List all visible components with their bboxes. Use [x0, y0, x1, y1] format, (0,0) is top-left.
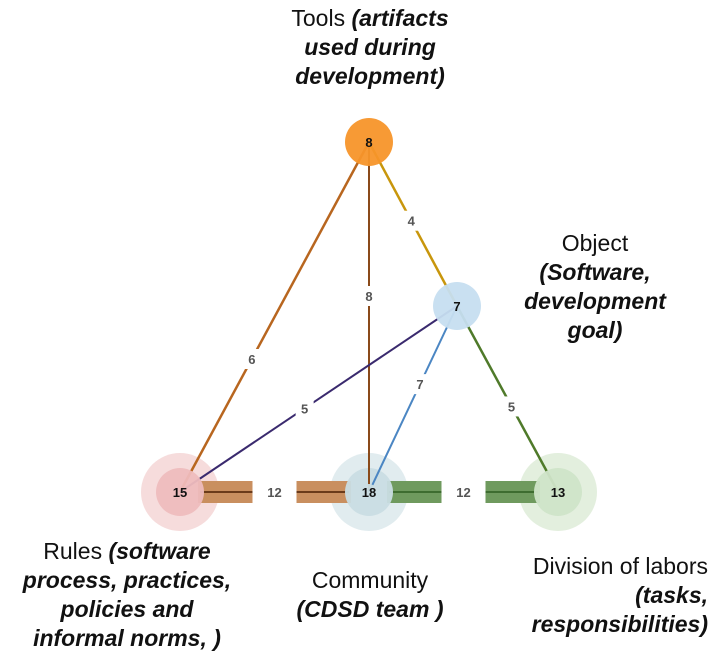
edge-object-division: 5	[455, 305, 560, 493]
label-rules-desc-3: informal norms, )	[33, 625, 221, 651]
label-tools-name: Tools	[291, 5, 346, 31]
edge-line	[178, 141, 371, 493]
label-division: Division of labors (tasks, responsibilit…	[480, 552, 708, 639]
node-circle-community	[345, 468, 393, 516]
label-object-desc-2: goal)	[567, 317, 623, 343]
edge-value-object-division: 5	[508, 399, 515, 414]
node-tools: 8	[345, 118, 393, 166]
edge-label-bg	[360, 286, 378, 306]
label-object-desc-1: development	[524, 288, 666, 314]
edge-object-rules: 5	[179, 305, 458, 493]
node-circle-division	[534, 468, 582, 516]
label-tools: Tools (artifacts used during development…	[250, 4, 490, 91]
label-community-name: Community	[311, 567, 429, 593]
label-rules-desc-0: (software	[108, 538, 211, 564]
edge-value-tools-object: 4	[408, 214, 416, 229]
edge-value-tools-community: 8	[365, 289, 372, 304]
label-community-desc-0: (CDSD team )	[296, 596, 444, 622]
label-rules-name: Rules	[43, 538, 103, 564]
label-tools-desc-2: development)	[295, 63, 445, 89]
edge-value-object-rules: 5	[301, 401, 308, 416]
edge-line	[368, 305, 458, 493]
edge-value-community-division: 12	[456, 485, 470, 500]
label-rules-desc-2: policies and	[60, 596, 194, 622]
edge-label-bg	[411, 374, 430, 395]
label-tools-desc-0: (artifacts	[351, 5, 449, 31]
edge-line	[179, 305, 458, 493]
edge-object-community: 7	[368, 305, 458, 493]
node-division: 13	[534, 468, 582, 516]
label-division-desc-0: (tasks,	[635, 582, 708, 608]
label-tools-desc-1: used during	[304, 34, 436, 60]
node-object: 7	[433, 282, 481, 330]
node-value-community: 18	[362, 485, 376, 500]
node-value-rules: 15	[173, 485, 187, 500]
edge-rules-community: 12	[198, 481, 351, 503]
label-object-name: Object	[561, 230, 629, 256]
edges-layer: 4 6 8 5 7 5 12 12	[141, 141, 597, 531]
label-object: Object (Software, development goal)	[500, 229, 690, 345]
edge-tools-community: 8	[360, 142, 378, 492]
edge-overlay-object-community	[371, 469, 381, 486]
label-rules: Rules (software process, practices, poli…	[2, 537, 252, 653]
edge-label-bg	[502, 396, 521, 417]
label-community: Community (CDSD team )	[270, 566, 470, 624]
node-value-object: 7	[453, 299, 460, 314]
edge-value-tools-rules: 6	[248, 352, 255, 367]
edge-value-object-community: 7	[416, 377, 423, 392]
node-community: 18	[345, 468, 393, 516]
label-division-name: Division of labors	[532, 553, 708, 579]
node-value-tools: 8	[365, 135, 372, 150]
node-circle-object	[433, 282, 481, 330]
edge-tools-object: 4	[367, 141, 459, 307]
node-value-division: 13	[551, 485, 565, 500]
node-rules: 15	[156, 468, 204, 516]
edge-label-bg	[242, 349, 261, 369]
edge-tools-rules: 6	[178, 141, 371, 493]
edge-community-division: 12	[387, 481, 540, 503]
edge-value-rules-community: 12	[267, 485, 281, 500]
label-object-desc-0: (Software,	[539, 259, 651, 285]
label-division-desc-1: responsibilities)	[531, 611, 708, 637]
label-rules-desc-1: process, practices,	[22, 567, 232, 593]
edge-label-bg	[295, 398, 314, 419]
node-circle-rules	[156, 468, 204, 516]
edge-label-bg	[402, 210, 421, 231]
node-circle-tools	[345, 118, 393, 166]
nodes-layer: 8 7 15 18 13	[156, 118, 582, 516]
